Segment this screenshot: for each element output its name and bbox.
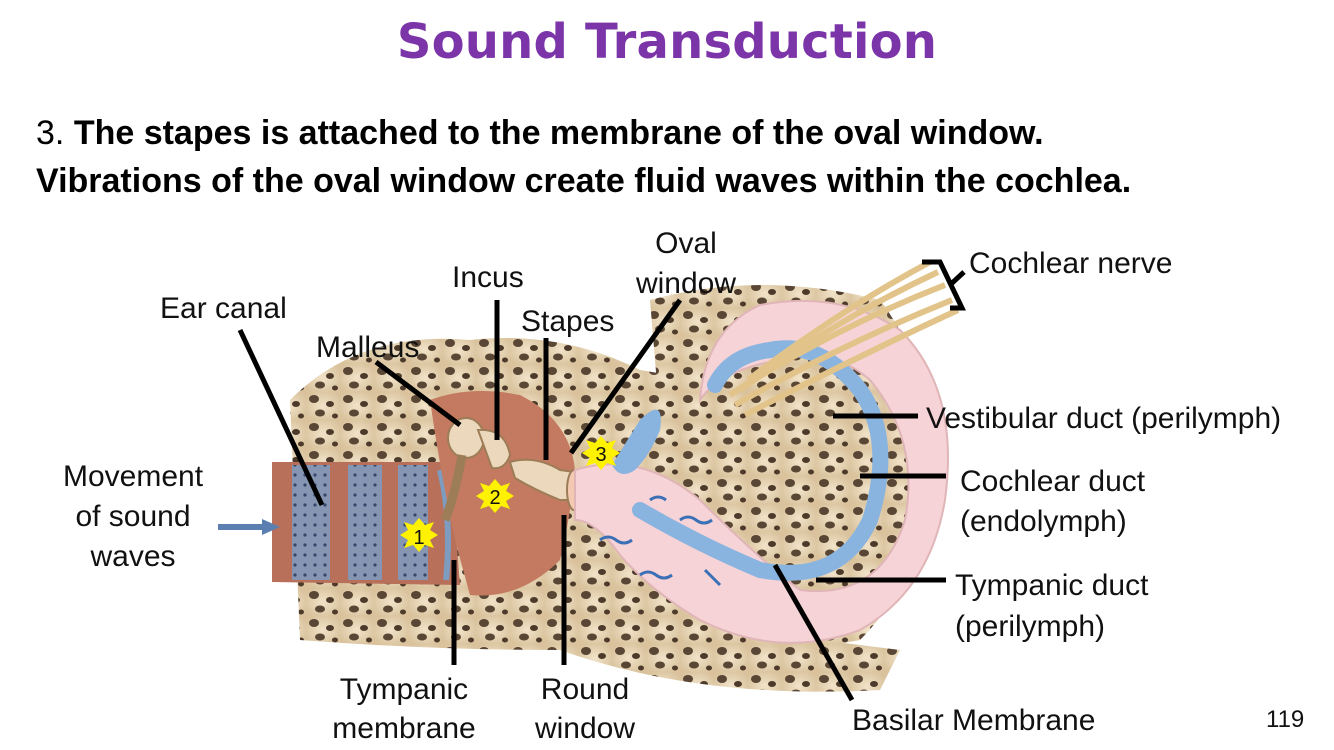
label-round-window-line1: Round — [541, 673, 629, 706]
body-line-2: Vibrations of the oval window create flu… — [36, 162, 1131, 201]
line-2-text: Vibrations of the oval window create flu… — [36, 162, 1132, 200]
label-movement-line2: of sound — [75, 500, 190, 533]
label-basilar-membrane: Basilar Membrane — [852, 704, 1095, 737]
label-cochlear-duct-line2: (endolymph) — [960, 505, 1127, 538]
cochlear-nerve-bracket — [922, 259, 966, 311]
label-tympanic-duct-line1: Tympanic duct — [955, 569, 1149, 602]
label-stapes: Stapes — [521, 305, 614, 338]
line-1-text: The stapes is attached to the membrane o… — [73, 114, 1044, 152]
label-movement-line3: waves — [89, 540, 175, 573]
step-marker: 1 — [400, 518, 438, 552]
malleus-handle — [440, 454, 467, 522]
sound-wave-band — [348, 465, 382, 580]
step-marker: 2 — [476, 479, 514, 513]
label-movement-line1: Movement — [63, 460, 204, 493]
body-line-1: 3. The stapes is attached to the membran… — [36, 114, 1044, 153]
label-tympanic-membrane-line2: membrane — [332, 712, 475, 745]
label-tympanic-duct-line2: (perilymph) — [955, 610, 1105, 643]
leader-cochlear-nerve — [949, 270, 966, 286]
step-marker: 3 — [582, 436, 620, 470]
leader-ear-canal — [237, 328, 325, 507]
sound-arrow-head — [262, 519, 280, 535]
label-cochlear-nerve: Cochlear nerve — [969, 247, 1172, 280]
label-oval-window-line1: Oval — [655, 227, 717, 260]
label-malleus: Malleus — [316, 331, 419, 364]
label-incus: Incus — [452, 261, 524, 294]
label-oval-window-line2: window — [635, 267, 736, 300]
malleus-shape — [447, 417, 485, 459]
step-marker-star — [400, 518, 438, 552]
vestibule-bulb — [612, 409, 661, 474]
label-vestibular-duct: Vestibular duct (perilymph) — [926, 402, 1281, 435]
step-marker-label: 2 — [489, 487, 500, 509]
incus-shape — [476, 428, 512, 470]
tympanic-membrane-shape — [437, 469, 451, 581]
page-number: 119 — [1266, 706, 1305, 733]
leader-oval-window — [568, 298, 683, 455]
step-marker-star — [582, 436, 620, 470]
leader-malleus — [374, 360, 462, 427]
label-round-window-line2: window — [534, 712, 635, 745]
step-marker-label: 1 — [413, 527, 424, 549]
slide-title: Sound Transduction — [396, 14, 938, 70]
leader-basilar-membrane — [772, 563, 855, 702]
label-cochlear-duct-line1: Cochlear duct — [960, 465, 1146, 498]
step-marker-star — [476, 479, 514, 513]
step-number: 3. — [36, 114, 65, 152]
fluid-wave-arrows — [599, 495, 722, 587]
label-tympanic-membrane-line1: Tympanic — [340, 673, 468, 706]
cochlea-body — [574, 299, 949, 644]
step-marker-label: 3 — [595, 444, 606, 466]
sound-wave-band — [398, 465, 428, 580]
cochlear-duct-shape — [632, 340, 889, 581]
cochlear-nerve-fibers — [728, 259, 960, 418]
label-ear-canal: Ear canal — [160, 292, 287, 325]
